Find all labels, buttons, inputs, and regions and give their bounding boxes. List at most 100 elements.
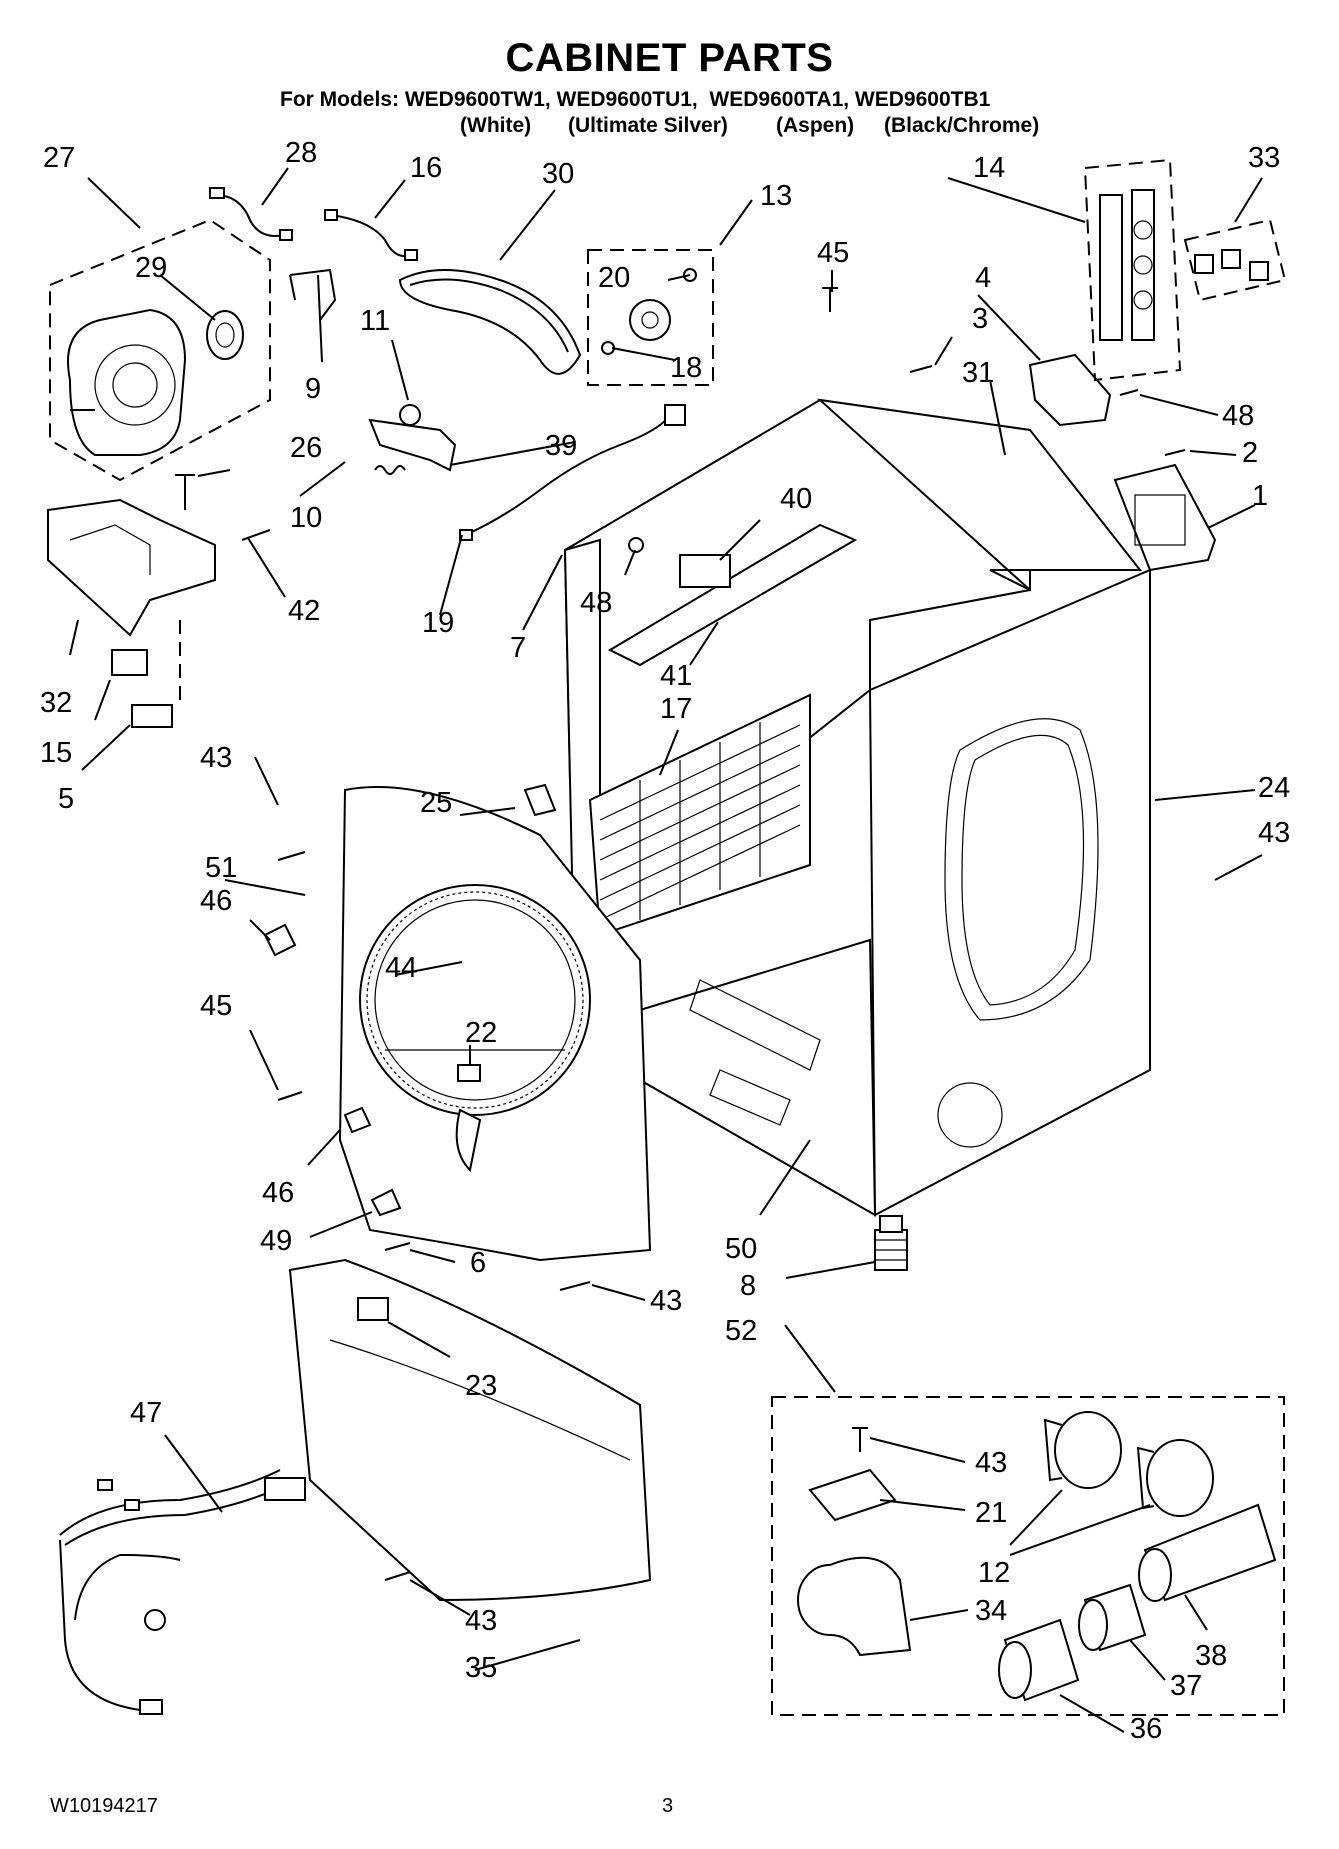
callout-35: 35 [465,1652,497,1684]
hinge-group-outline [1083,158,1182,382]
callout-30: 30 [542,158,574,190]
callout-22: 22 [465,1017,497,1049]
coupler-37-part [1078,1583,1147,1652]
motor-part [67,308,187,456]
screw-43-d-part [852,1427,868,1452]
front-panel-part [338,786,652,1262]
leveling-leg-part [874,1215,908,1271]
wire-harness-47-part [59,1469,306,1715]
callout-8: 8 [740,1270,756,1302]
clip-part-b [1221,249,1241,269]
screw-45-top-part [822,287,838,312]
callout-24: 24 [1258,772,1290,804]
drive-belt-part [398,269,582,375]
callout-28: 28 [285,137,317,169]
callout-36: 36 [1130,1713,1162,1745]
callout-labels: 27 28 16 30 13 45 29 20 14 33 4 3 31 11 … [40,137,1290,1745]
cabinet-part [563,398,1151,1217]
screw-42-part [241,529,271,541]
idler-pulley-part [629,299,671,341]
clip-46-b-part [343,1106,372,1134]
callout-19: 19 [422,607,454,639]
callout-33: 33 [1248,142,1280,174]
thermostat-40-part [679,554,731,588]
motor-mount-part [47,498,216,637]
callout-43-right: 43 [1258,817,1290,849]
callout-13: 13 [760,180,792,212]
motor-clamp-part [289,268,337,321]
bolt-11-part [399,404,421,426]
color-black-chrome: (Black/Chrome) [884,114,1040,137]
motor-group-outline [49,218,271,482]
callout-52: 52 [725,1315,757,1347]
callout-40: 40 [780,483,812,515]
callout-46-b: 46 [262,1177,294,1209]
callout-4: 4 [975,262,991,294]
callout-25: 25 [420,787,452,819]
sensor-wire-part [329,214,411,257]
callout-48-right: 48 [1222,400,1254,432]
screw-43-a-part [277,851,306,861]
kickplate-clip-23-part [357,1297,389,1321]
callout-43-a: 43 [200,742,232,774]
clip-46-a-part [263,923,297,957]
page-number: 3 [662,1795,674,1817]
callout-37: 37 [1170,1670,1202,1702]
callout-2: 2 [1242,437,1258,469]
clamp-36-part [998,1618,1080,1702]
callout-21: 21 [975,1497,1007,1529]
elbow-34-part [797,1556,912,1657]
spring-part [374,465,406,475]
callout-18: 18 [670,352,702,384]
bumper-25-part [523,783,557,817]
bracket-41-part [607,523,858,667]
harness-19-part [464,414,671,536]
callout-15: 15 [40,737,72,769]
door-switch-part [1028,353,1112,427]
callout-41: 41 [660,660,692,692]
screw-43-b-part [559,1281,591,1291]
callout-45-top: 45 [817,237,849,269]
terminal-block-part [131,704,173,728]
document-number: W10194217 [50,1795,158,1817]
screw-45-part [277,1091,303,1101]
callout-11: 11 [360,305,390,337]
callout-51: 51 [205,852,237,884]
pipe-38-part [1138,1503,1277,1602]
clip-part-c [1249,261,1269,281]
color-white: (White) [460,114,532,137]
callout-12: 12 [978,1557,1010,1589]
latch-part [455,1108,482,1173]
clip-49-part [370,1188,402,1217]
callout-38: 38 [1195,1640,1227,1672]
callout-31: 31 [962,357,994,389]
callout-39: 39 [545,430,577,462]
idler-group-outline [587,249,714,386]
console-bracket-part [1113,463,1217,572]
callout-9: 9 [305,373,321,405]
exhaust-kit-outline [771,1396,1285,1716]
callout-1: 1 [1252,480,1268,512]
callout-47: 47 [130,1397,162,1429]
screw-26-part [175,474,195,510]
screw-3-part [909,365,933,373]
callout-27: 27 [43,142,75,174]
callout-7: 7 [510,632,526,664]
callout-14: 14 [973,152,1005,184]
callout-42: 42 [288,595,320,627]
cover-21-part [808,1468,897,1522]
callout-5: 5 [58,783,74,815]
color-ultimate-silver: (Ultimate Silver) [568,114,728,137]
screw-48-right-part [1119,389,1139,396]
switch-part [111,649,148,676]
cap-12-b-part [1136,1439,1214,1517]
page-title: CABINET PARTS [505,36,834,80]
callout-16: 16 [410,152,442,184]
callout-44: 44 [385,952,417,984]
callout-20: 20 [598,262,630,294]
callout-6: 6 [470,1247,486,1279]
callout-48-mid: 48 [580,587,612,619]
callout-3: 3 [972,303,988,335]
callout-26: 26 [290,432,322,464]
